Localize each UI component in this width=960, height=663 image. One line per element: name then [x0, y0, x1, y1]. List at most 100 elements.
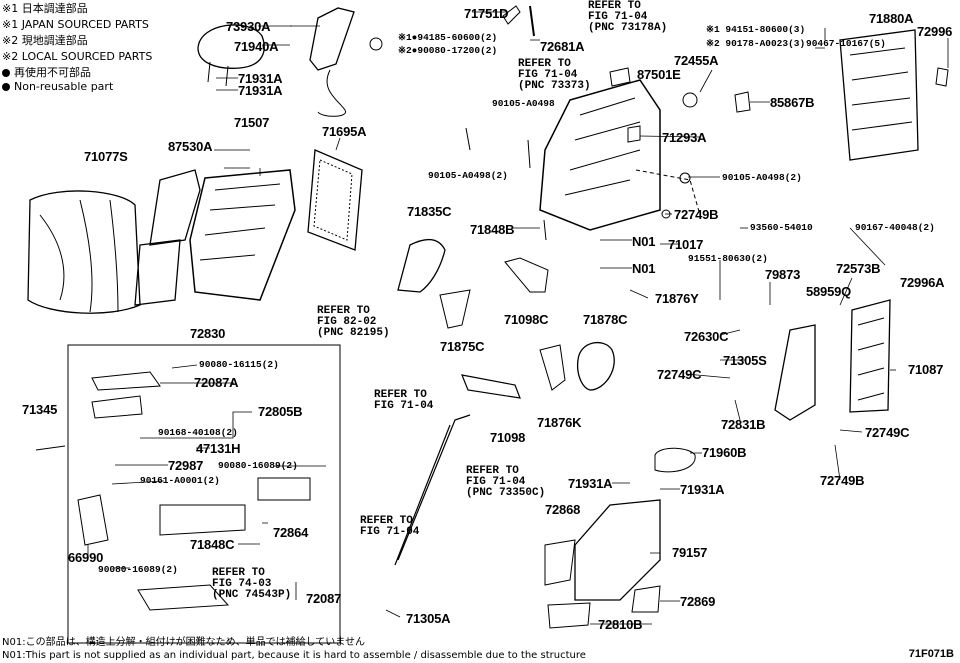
part-label[interactable]: 85867B [770, 95, 815, 110]
part-label[interactable]: 71878C [583, 312, 628, 327]
part-label[interactable]: 71931A [238, 83, 283, 98]
part-label[interactable]: 71087 [908, 362, 944, 377]
part-label[interactable]: 79873 [765, 267, 801, 282]
part-label[interactable]: 72749C [865, 425, 910, 440]
part-label[interactable]: 72573B [836, 261, 881, 276]
part-label[interactable]: 90080-16089(2) [98, 564, 178, 575]
part-label[interactable]: 72864 [273, 525, 309, 540]
refer-to-note[interactable]: REFER TO FIG 71-04 (PNC 73350C) [466, 465, 546, 499]
part-label[interactable]: 58959Q [806, 284, 852, 299]
part-label[interactable]: ※1 94151-80600(3) [706, 24, 806, 35]
part-label[interactable]: 90168-40108(2) [158, 427, 238, 438]
part-label[interactable]: 72087A [194, 375, 239, 390]
part-label[interactable]: 71848C [190, 537, 235, 552]
part-label[interactable]: ※2●90080-17200(2) [398, 45, 498, 56]
part-label[interactable]: 90161-A0001(2) [140, 475, 220, 486]
legend-nonreusable-en: Non-reusable part [2, 80, 113, 94]
part-label[interactable]: 72749C [657, 367, 702, 382]
nut-icon [369, 37, 383, 51]
part-label[interactable]: 71931A [238, 71, 283, 86]
bracket-drawing [502, 5, 521, 25]
part-label[interactable]: ※2 90178-A0023(3) [706, 38, 806, 49]
part-label[interactable]: 72810B [598, 617, 643, 632]
part-label[interactable]: 71931A [568, 476, 613, 491]
part-label[interactable]: 71098 [490, 430, 526, 445]
refer-to-note[interactable]: REFER TO FIG 71-04 (PNC 73178A) [588, 0, 668, 34]
legend-mark1-en: ※1 JAPAN SOURCED PARTS [2, 18, 149, 31]
part-label[interactable]: 72868 [545, 502, 581, 517]
legend-mark2-en: ※2 LOCAL SOURCED PARTS [2, 50, 153, 63]
part-label[interactable]: 90080-16115(2) [199, 359, 279, 370]
part-label[interactable]: 71880A [869, 11, 914, 26]
part-label[interactable]: 71931A [680, 482, 725, 497]
part-label[interactable]: 90105-A0498(2) [428, 170, 508, 181]
part-label[interactable]: 72681A [540, 39, 585, 54]
seatback-frame-drawing [839, 29, 919, 161]
part-label[interactable]: 71345 [22, 402, 58, 417]
part-label[interactable]: 79157 [672, 545, 708, 560]
part-label[interactable]: 87501E [637, 67, 681, 82]
part-label[interactable]: 71098C [504, 312, 549, 327]
refer-to-note[interactable]: REFER TO FIG 71-04 (PNC 73373) [518, 58, 591, 92]
part-label[interactable]: 71305S [723, 353, 767, 368]
bolt-drawing [529, 5, 535, 37]
part-label[interactable]: 90167-40048(2) [855, 222, 935, 233]
part-label[interactable]: 90105-A0498(2) [722, 172, 802, 183]
part-label[interactable]: N01 [632, 234, 656, 249]
part-label[interactable]: 90080-16089(2) [218, 460, 298, 471]
part-label[interactable]: 71017 [668, 237, 704, 252]
part-label[interactable]: 72987 [168, 458, 204, 473]
part-label[interactable]: 90105-A0498 [492, 98, 555, 109]
part-label[interactable]: 72087 [306, 591, 342, 606]
part-label[interactable]: 71875C [440, 339, 485, 354]
refer-to-note[interactable]: REFER TO FIG 82-02 (PNC 82195) [317, 305, 390, 339]
part-label[interactable]: 72830 [190, 326, 226, 341]
seat-frame-drawing [189, 169, 296, 301]
part-label[interactable]: 71695A [322, 124, 367, 139]
part-label[interactable]: 72749B [820, 473, 865, 488]
part-label[interactable]: 72831B [721, 417, 766, 432]
part-label[interactable]: 72869 [680, 594, 716, 609]
part-label[interactable]: 91551-80630(2) [688, 253, 768, 264]
part-label[interactable]: 71293A [662, 130, 707, 145]
part-label[interactable]: 71876Y [655, 291, 699, 306]
part-label[interactable]: 71876K [537, 415, 582, 430]
part-label[interactable]: 72455A [674, 53, 719, 68]
part-label[interactable]: 71077S [84, 149, 128, 164]
part-label[interactable]: 66990 [68, 550, 104, 565]
part-label[interactable]: 87530A [168, 139, 213, 154]
part-label[interactable]: 71305A [406, 611, 451, 626]
part-label[interactable]: 71848B [470, 222, 515, 237]
part-label[interactable]: 73930A [226, 19, 271, 34]
part-label[interactable]: N01 [632, 261, 656, 276]
nonreusable-dot-icon [2, 83, 10, 91]
part-label[interactable]: 71751D [464, 6, 509, 21]
part-label[interactable]: 72996 [917, 24, 953, 39]
part-label[interactable]: 71960B [702, 445, 747, 460]
legend-mark2-jp: ※2 現地調達部品 [2, 34, 88, 47]
legend-nonreusable-en-text: Non-reusable part [14, 80, 114, 93]
part-label[interactable]: 72996A [900, 275, 945, 290]
part-label[interactable]: 72749B [674, 207, 719, 222]
nonreusable-dot-icon [2, 69, 10, 77]
part-label[interactable]: 90467-10167(5) [806, 38, 886, 49]
headrest-drawing [197, 24, 265, 87]
figure-id: 71F071B [908, 648, 954, 660]
refer-to-note[interactable]: REFER TO FIG 74-03 (PNC 74543P) [212, 567, 292, 601]
part-label[interactable]: 72630C [684, 329, 729, 344]
part-label[interactable]: 71940A [234, 39, 279, 54]
recliner-frame-drawing [539, 79, 661, 231]
footnote-en: N01:This part is not supplied as an indi… [2, 650, 586, 661]
part-label[interactable]: 71835C [407, 204, 452, 219]
part-label[interactable]: 93560-54010 [750, 222, 813, 233]
sub-assembly-frame [67, 344, 341, 644]
part-label[interactable]: ※1●94185-60600(2) [398, 32, 498, 43]
part-label[interactable]: 47131H [196, 441, 241, 456]
part-label[interactable]: 72805B [258, 404, 303, 419]
armrest-drawing [309, 7, 355, 117]
refer-to-note[interactable]: REFER TO FIG 71-04 [374, 389, 434, 412]
refer-to-note[interactable]: REFER TO FIG 71-04 [360, 515, 420, 538]
part-label[interactable]: 71507 [234, 115, 270, 130]
